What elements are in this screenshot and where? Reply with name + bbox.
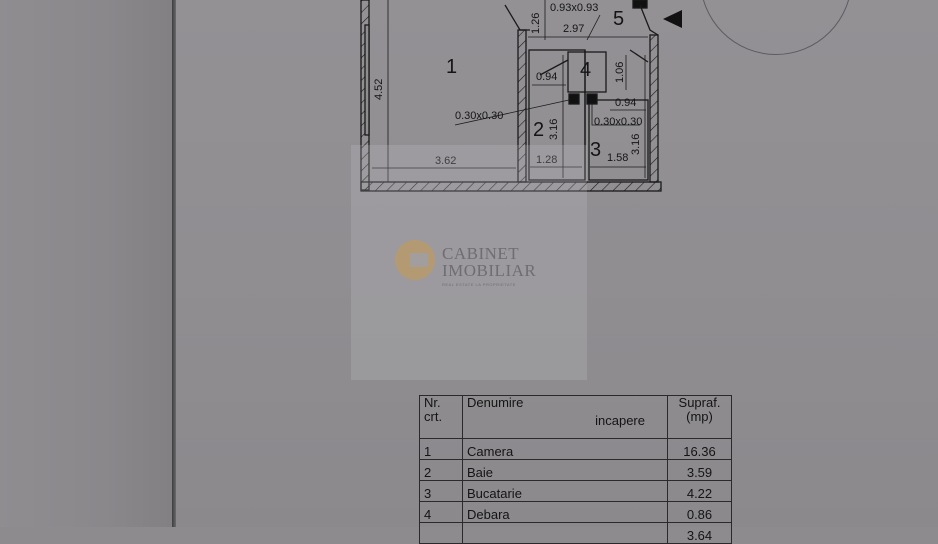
cell-nr: 1 [419,438,463,460]
room-number-2: 2 [533,119,545,141]
dim-room3-height: 3.16 [630,133,642,155]
header-name: Denumire incapere [462,395,668,439]
cell-area: 4.22 [667,480,732,502]
watermark-box [351,145,587,380]
paper-left-page [0,0,172,527]
dim-room3-width: 1.58 [607,152,629,164]
shaft-right [586,93,598,105]
room-area-table: Nr. crt. Denumire incapere Supraf. (mp) … [419,395,732,544]
room-4-outline [567,51,607,93]
cell-area: 0.86 [667,501,732,523]
cell-nr: 4 [419,501,463,523]
watermark-logo-notch [410,253,428,267]
cell-nr: 2 [419,459,463,481]
table-row: 4 Debara 0.86 [419,501,732,523]
dim-room1-height: 4.52 [373,78,385,100]
page-fold [172,0,176,527]
dim-hall-width: 2.97 [563,23,585,35]
cell-nr [419,522,463,544]
table-row: 3 Bucatarie 4.22 [419,480,732,502]
dim-hall-depth: 1.26 [530,12,542,34]
window-left [364,24,370,136]
shaft-top [632,0,648,9]
cell-area: 3.59 [667,459,732,481]
cell-nr: 3 [419,480,463,502]
floor-plan [360,0,682,192]
table-row: 2 Baie 3.59 [419,459,732,481]
wall-bottom [360,181,662,192]
watermark-line2: IMOBILIAR [442,261,537,280]
header-area: Supraf. (mp) [667,395,732,439]
shaft-left [568,93,580,105]
dim-debara-left: 0.94 [536,71,558,83]
dim-shaft-right: 0.30x0.30 [594,116,643,128]
cell-name [462,522,668,544]
dim-shaft-left: 0.30x0.30 [455,110,504,122]
room-number-3: 3 [590,139,602,161]
cell-name: Bucatarie [462,480,668,502]
room-number-1: 1 [446,56,458,78]
cell-name: Baie [462,459,668,481]
cell-area: 16.36 [667,438,732,460]
table-row: 3.64 [419,522,732,544]
room-number-4: 4 [580,59,592,81]
cell-name: Debara [462,501,668,523]
table-row: 1 Camera 16.36 [419,438,732,460]
entrance-arrow-icon [663,10,682,28]
dim-room2-height: 3.16 [548,118,560,140]
dim-debara-height: 1.06 [614,61,626,83]
header-nr: Nr. crt. [419,395,463,439]
room-number-5: 5 [613,8,625,30]
dim-shaft-top: 0.93x0.93 [550,2,599,14]
dim-room1-width: 3.62 [435,155,457,167]
dim-debara-right: 0.94 [615,97,637,109]
wall-right [649,34,659,183]
cell-name: Camera [462,438,668,460]
dim-room2-width: 1.28 [536,154,558,166]
watermark-tagline: REAL ESTATE LA PROPRIETATE [442,282,516,287]
watermark-line1: CABINET [442,244,520,263]
cell-area: 3.64 [667,522,732,544]
table-header-row: Nr. crt. Denumire incapere Supraf. (mp) [419,395,732,439]
